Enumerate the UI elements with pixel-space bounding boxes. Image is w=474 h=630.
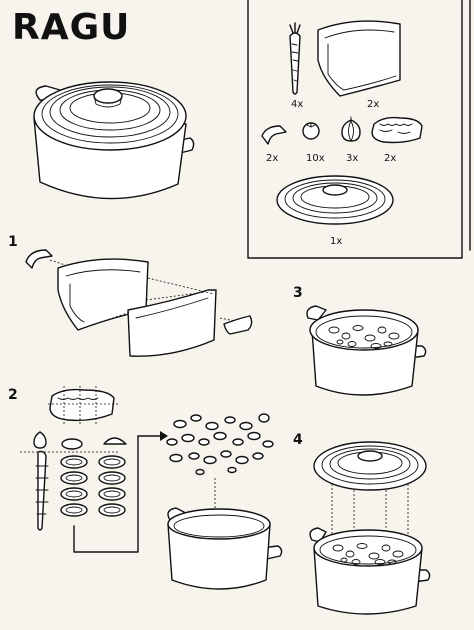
pot-half-icon: [317, 20, 401, 97]
step-number-3: 3: [293, 285, 303, 301]
qty-meat: 2x: [384, 153, 397, 164]
step1-assembly: [25, 249, 253, 357]
step-number-4: 4: [293, 432, 303, 448]
dutch-oven-pot: [33, 81, 195, 200]
tomato-icon: [302, 122, 320, 140]
step3-pot-with-stew: [306, 305, 427, 396]
qty-tomato: 10x: [306, 153, 325, 164]
step-number-2: 2: [8, 387, 18, 403]
step4-covered-pot: [309, 441, 431, 615]
step2-prep: [20, 386, 283, 590]
meat-icon: [371, 116, 423, 144]
parts-box: [247, 0, 463, 259]
qty-onion: 3x: [346, 153, 359, 164]
qty-lid: 1x: [330, 236, 343, 247]
qty-carrot: 4x: [291, 99, 304, 110]
page-title: RAGU: [12, 7, 131, 48]
onion-icon: [341, 116, 361, 142]
lid-icon: [276, 175, 394, 225]
qty-handle: 2x: [266, 153, 279, 164]
carrot-icon: [289, 22, 301, 95]
handle-icon: [261, 125, 287, 145]
qty-pot-half: 2x: [367, 99, 380, 110]
step2-arrow: [73, 435, 161, 553]
step-number-1: 1: [8, 234, 18, 250]
